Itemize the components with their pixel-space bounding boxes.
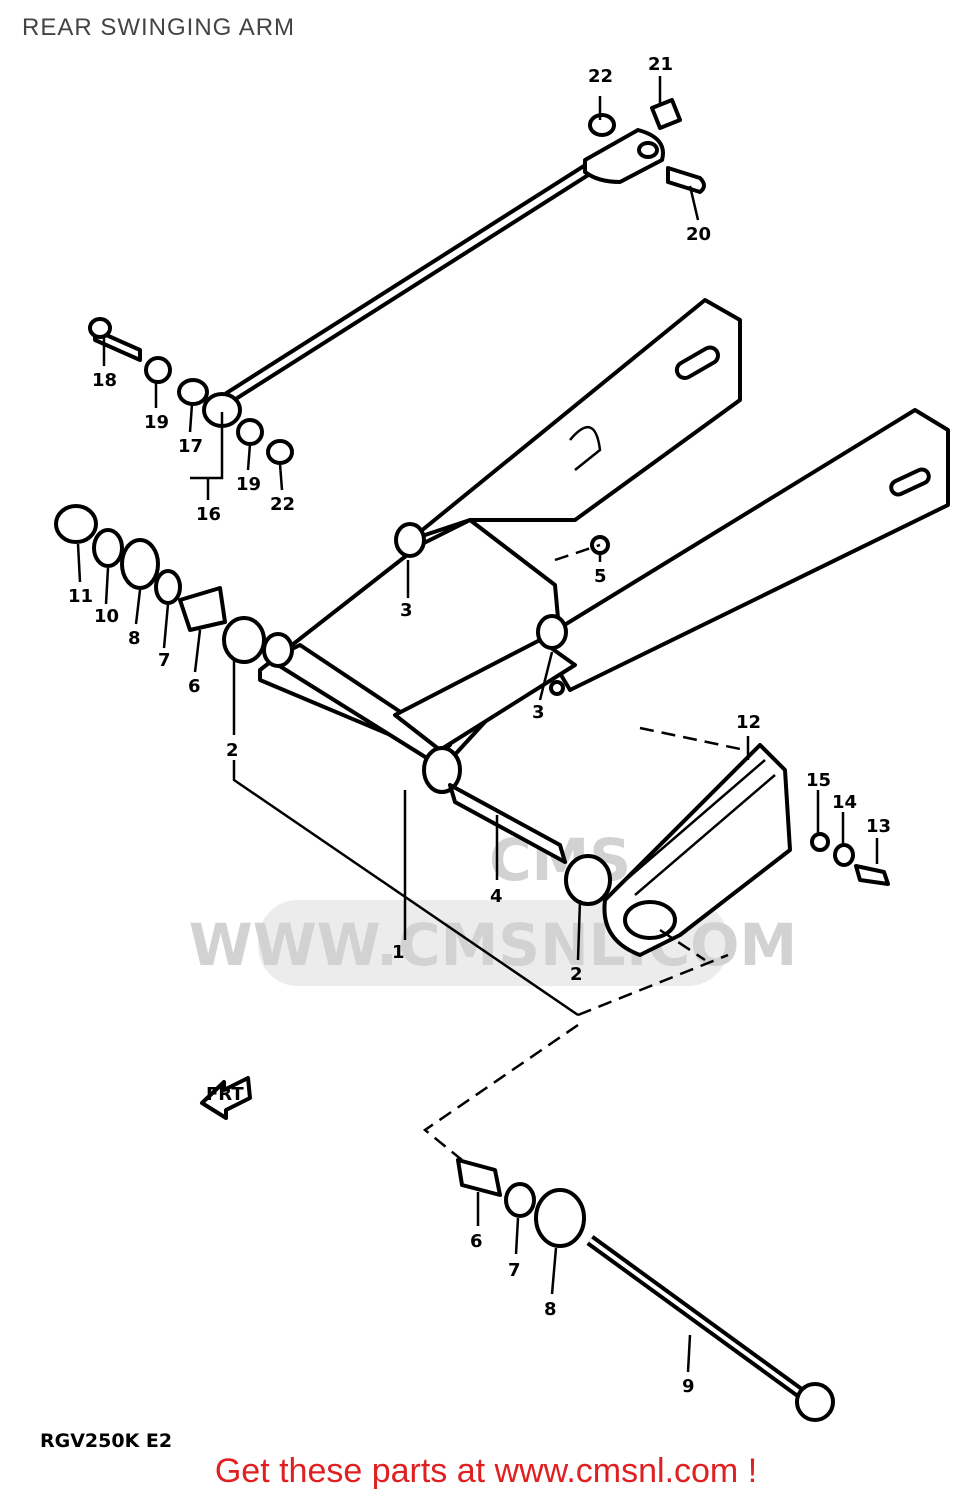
watermark-text: WWW.CMSNL.COM bbox=[189, 911, 797, 979]
callout-1: 1 bbox=[392, 942, 405, 963]
callout-3a: 3 bbox=[400, 600, 413, 621]
callout-16: 16 bbox=[196, 504, 221, 525]
leader-lines bbox=[76, 76, 879, 1373]
left-pivot-parts bbox=[54, 504, 266, 664]
front-arrow-label: FRT bbox=[206, 1084, 244, 1105]
callout-7b: 7 bbox=[508, 1260, 521, 1281]
callout-17: 17 bbox=[178, 436, 203, 457]
callout-8b: 8 bbox=[544, 1299, 557, 1320]
callout-22a: 22 bbox=[588, 66, 613, 87]
callout-6b: 6 bbox=[470, 1231, 483, 1252]
promo-link[interactable]: Get these parts at www.cmsnl.com ! bbox=[214, 1452, 758, 1490]
callout-14: 14 bbox=[832, 792, 857, 813]
callout-7a: 7 bbox=[158, 650, 171, 671]
callout-6a: 6 bbox=[188, 676, 201, 697]
callout-8a: 8 bbox=[128, 628, 141, 649]
callout-labels: 1 2 2 3 3 4 5 6 6 7 7 8 8 9 10 11 12 13 … bbox=[68, 54, 891, 1397]
torque-rod-hardware bbox=[88, 98, 706, 465]
callout-11: 11 bbox=[68, 586, 93, 607]
callout-19a: 19 bbox=[144, 412, 169, 433]
callout-10: 10 bbox=[94, 606, 119, 627]
front-direction-arrow bbox=[200, 1076, 252, 1120]
callout-18: 18 bbox=[92, 370, 117, 391]
alignment-lines bbox=[422, 543, 746, 1161]
callout-21: 21 bbox=[648, 54, 673, 75]
callout-20: 20 bbox=[686, 224, 711, 245]
callout-9: 9 bbox=[682, 1376, 695, 1397]
callout-15: 15 bbox=[806, 770, 831, 791]
bushings-3 bbox=[394, 522, 568, 696]
page-title: REAR SWINGING ARM bbox=[22, 14, 296, 41]
callout-5: 5 bbox=[594, 566, 607, 587]
centre-spacer bbox=[448, 783, 612, 906]
torque-rod bbox=[202, 128, 665, 428]
callout-2b: 2 bbox=[570, 964, 583, 985]
callout-19b: 19 bbox=[236, 474, 261, 495]
model-code: RGV250K E2 bbox=[40, 1430, 173, 1452]
chain-case bbox=[602, 743, 792, 957]
callout-2a: 2 bbox=[226, 740, 239, 761]
chain-case-hardware bbox=[810, 832, 890, 886]
callout-13: 13 bbox=[866, 816, 891, 837]
callout-12: 12 bbox=[736, 712, 761, 733]
lower-pivot-parts bbox=[456, 1158, 835, 1422]
callout-4: 4 bbox=[490, 886, 503, 907]
callout-22b: 22 bbox=[270, 494, 295, 515]
callout-3b: 3 bbox=[532, 702, 545, 723]
swinging-arm bbox=[258, 298, 950, 794]
